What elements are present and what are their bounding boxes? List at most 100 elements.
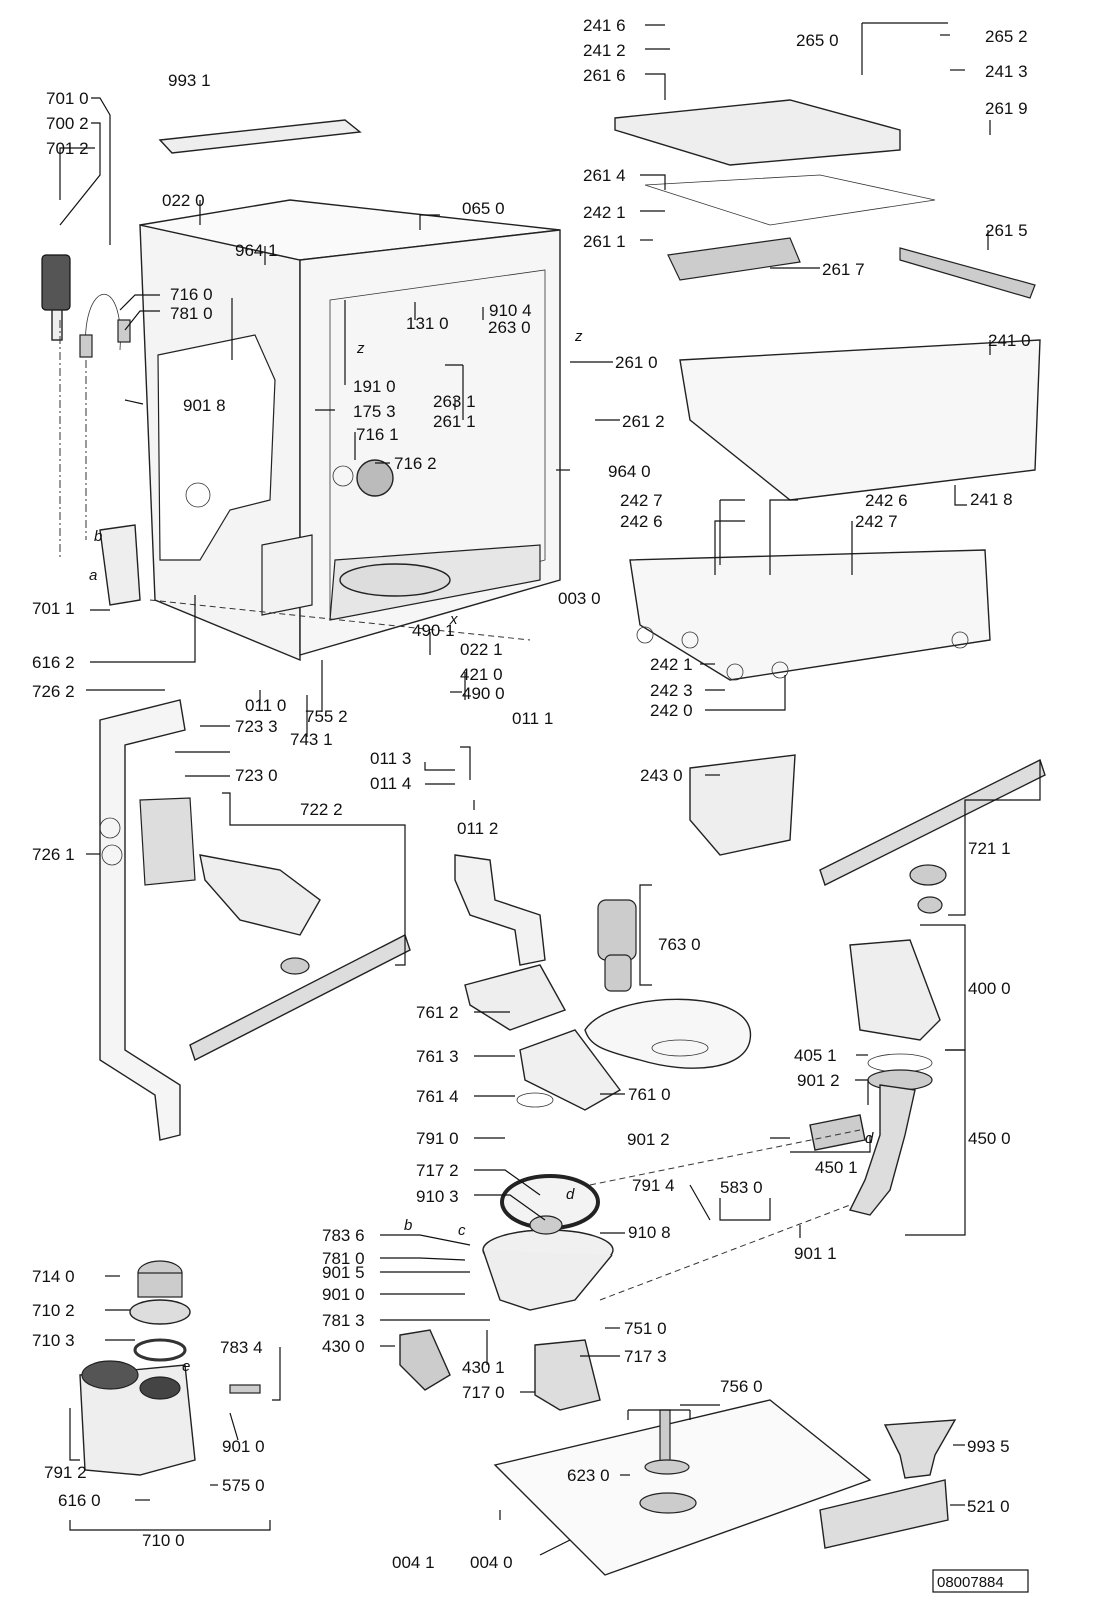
part-callout-c34: 901 1 bbox=[794, 1244, 837, 1263]
part-callout-c79: 011 2 bbox=[457, 819, 498, 838]
plug-right-part bbox=[117, 319, 131, 343]
water-inlet-assembly-part bbox=[849, 939, 941, 1041]
base-plate-part bbox=[493, 1399, 872, 1576]
part-callout-c99: 714 0 bbox=[32, 1267, 75, 1286]
part-callout-c41: 004 1 bbox=[392, 1553, 435, 1572]
part-callout-c14: 261 2 bbox=[622, 412, 665, 431]
part-callout-c82: 761 2 bbox=[416, 1003, 459, 1022]
part-callout-c93: 781 3 bbox=[322, 1311, 365, 1330]
part-callout-c74: 011 1 bbox=[512, 709, 553, 728]
part-callout-c21: 242 1 bbox=[650, 655, 693, 674]
part-callout-c94: 430 0 bbox=[322, 1337, 365, 1356]
part-callout-c32: 791 4 bbox=[632, 1176, 675, 1195]
part-callout-c39: 756 0 bbox=[720, 1377, 763, 1396]
part-callout-c18: 242 6 bbox=[865, 491, 908, 510]
part-callout-c28: 901 2 bbox=[797, 1071, 840, 1090]
part-callout-c59: 901 8 bbox=[183, 396, 226, 415]
part-callout-c42: 004 0 bbox=[470, 1553, 513, 1572]
connection-mark-m8: b bbox=[404, 1217, 412, 1234]
part-callout-c46: 993 1 bbox=[168, 71, 211, 90]
part-callout-c36: 761 0 bbox=[628, 1085, 671, 1104]
part-callout-c57: 263 1 bbox=[433, 392, 476, 411]
part-callout-c29: 450 0 bbox=[968, 1129, 1011, 1148]
part-callout-c1: 241 6 bbox=[583, 16, 626, 35]
connection-mark-m4: b bbox=[94, 528, 102, 545]
part-callout-c72: 755 2 bbox=[305, 707, 348, 726]
drain-pump-part bbox=[399, 1329, 451, 1391]
part-illustrations bbox=[41, 99, 1046, 1576]
part-callout-c40: 623 0 bbox=[567, 1466, 610, 1485]
bracket-part bbox=[99, 524, 141, 606]
part-callout-c5: 265 2 bbox=[985, 27, 1028, 46]
tub-cabinet-part bbox=[139, 199, 561, 662]
part-callout-c83: 761 3 bbox=[416, 1047, 459, 1066]
front-panel-part bbox=[819, 1479, 949, 1549]
part-callout-c69: 490 0 bbox=[462, 684, 505, 703]
connection-mark-m6: d bbox=[865, 1130, 874, 1147]
upper-basket-part bbox=[679, 339, 1041, 501]
part-callout-c16: 241 8 bbox=[970, 490, 1013, 509]
part-callout-c52: 910 4 bbox=[489, 301, 532, 320]
part-callout-c96: 751 0 bbox=[624, 1319, 667, 1338]
part-callout-c13: 261 0 bbox=[615, 353, 658, 372]
part-callout-c27: 405 1 bbox=[794, 1046, 837, 1065]
cutlery-tray-part bbox=[614, 99, 901, 166]
drawing-number: 08007884 bbox=[937, 1574, 1004, 1591]
part-callout-c11: 261 5 bbox=[985, 221, 1028, 240]
part-callout-c103: 901 0 bbox=[222, 1437, 265, 1456]
part-callout-c92: 901 0 bbox=[322, 1285, 365, 1304]
top-strip-part bbox=[158, 119, 362, 154]
cutlery-basket-part bbox=[689, 754, 796, 856]
part-callout-c17: 242 7 bbox=[620, 491, 663, 510]
part-callout-c10: 261 1 bbox=[583, 232, 626, 251]
part-callout-c91: 901 5 bbox=[322, 1263, 365, 1282]
connection-mark-m10: e bbox=[182, 1358, 190, 1375]
part-callout-c104: 791 2 bbox=[44, 1463, 87, 1482]
part-callout-c48: 065 0 bbox=[462, 199, 505, 218]
connection-mark-m9: c bbox=[458, 1222, 466, 1239]
part-callout-c23: 242 0 bbox=[650, 701, 693, 720]
part-callout-c24: 243 0 bbox=[640, 766, 683, 785]
part-callout-c65: 490 1 bbox=[412, 621, 455, 640]
leader-lines bbox=[59, 22, 1041, 1556]
lower-basket-part bbox=[629, 549, 991, 681]
part-callout-c98: 717 0 bbox=[462, 1383, 505, 1402]
part-callout-c61: 716 2 bbox=[394, 454, 437, 473]
part-callout-c4: 265 0 bbox=[796, 31, 839, 50]
part-callout-c97: 717 3 bbox=[624, 1347, 667, 1366]
connection-mark-m3: x bbox=[449, 611, 458, 628]
microfilter-part bbox=[597, 899, 637, 961]
part-callout-c31: 450 1 bbox=[815, 1158, 858, 1177]
part-callout-c73: 743 1 bbox=[290, 730, 333, 749]
circulation-motor-part bbox=[534, 1339, 601, 1411]
connection-mark-m2: z bbox=[574, 328, 583, 345]
rail-right-part bbox=[899, 247, 1036, 299]
part-callout-c33: 583 0 bbox=[720, 1178, 763, 1197]
part-callout-c107: 710 0 bbox=[142, 1531, 185, 1550]
filter-plate-part bbox=[584, 998, 751, 1069]
part-callout-c38: 521 0 bbox=[967, 1497, 1010, 1516]
part-callout-c37: 993 5 bbox=[967, 1437, 1010, 1456]
part-callout-c43: 701 0 bbox=[46, 89, 89, 108]
part-callout-c51: 781 0 bbox=[170, 304, 213, 323]
connection-mark-m5: a bbox=[89, 567, 97, 584]
part-callout-c85: 791 0 bbox=[416, 1129, 459, 1148]
part-callout-c71: 011 0 bbox=[245, 696, 286, 715]
part-callout-c101: 710 3 bbox=[32, 1331, 75, 1350]
part-callout-c54: 263 0 bbox=[488, 318, 531, 337]
valve-screw-part bbox=[51, 309, 63, 341]
part-callout-c2: 241 2 bbox=[583, 41, 626, 60]
part-callout-c75: 723 3 bbox=[235, 717, 278, 736]
part-callout-c81: 726 1 bbox=[32, 845, 75, 864]
upper-spray-arm-part bbox=[819, 759, 1046, 886]
part-callout-c20: 242 7 bbox=[855, 512, 898, 531]
part-callout-c35: 763 0 bbox=[658, 935, 701, 954]
part-callout-c67: 421 0 bbox=[460, 665, 503, 684]
part-callout-c70: 726 2 bbox=[32, 682, 75, 701]
part-callout-c63: 701 1 bbox=[32, 599, 75, 618]
part-callout-c78: 011 4 bbox=[370, 774, 411, 793]
part-callout-c56: 175 3 bbox=[353, 402, 396, 421]
part-callout-c80: 722 2 bbox=[300, 800, 343, 819]
